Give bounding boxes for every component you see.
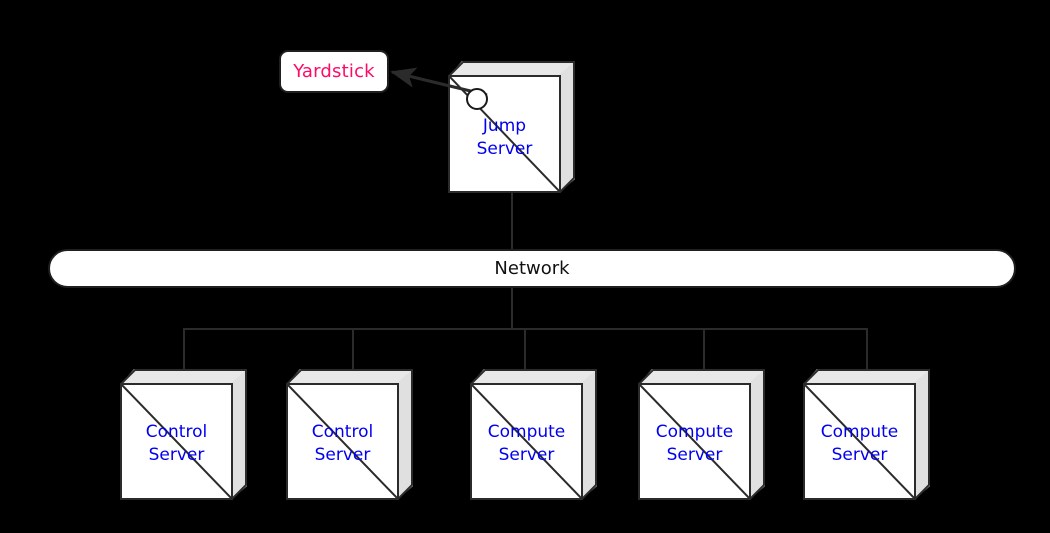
control-server-2-front-face <box>286 383 399 500</box>
server-drop-wire <box>352 328 354 369</box>
compute-server-3-side-face <box>914 369 930 500</box>
compute-server-3-front-face <box>803 383 916 500</box>
server-drop-wire <box>183 328 185 369</box>
yardstick-label: Yardstick <box>293 61 375 82</box>
server-drop-wire <box>866 328 868 369</box>
server-drop-wire <box>703 328 705 369</box>
jump-server-side-face <box>559 61 575 193</box>
compute-server-2-side-face <box>749 369 765 500</box>
provided-interface-circle[interactable] <box>466 88 488 110</box>
network-label: Network <box>494 258 570 279</box>
control-server-1-front-face <box>120 383 233 500</box>
compute-server-2-front-face <box>638 383 751 500</box>
network-to-bus-wire <box>511 288 513 329</box>
jump-to-network-wire <box>511 193 513 249</box>
yardstick-box[interactable]: Yardstick <box>279 50 389 93</box>
network-bar[interactable]: Network <box>48 249 1016 288</box>
compute-server-1-front-face <box>470 383 583 500</box>
server-drop-wire <box>524 328 526 369</box>
control-server-2-side-face <box>397 369 413 500</box>
control-server-1-side-face <box>231 369 247 500</box>
jump-server-front-face <box>448 75 561 193</box>
compute-server-1-side-face <box>581 369 597 500</box>
